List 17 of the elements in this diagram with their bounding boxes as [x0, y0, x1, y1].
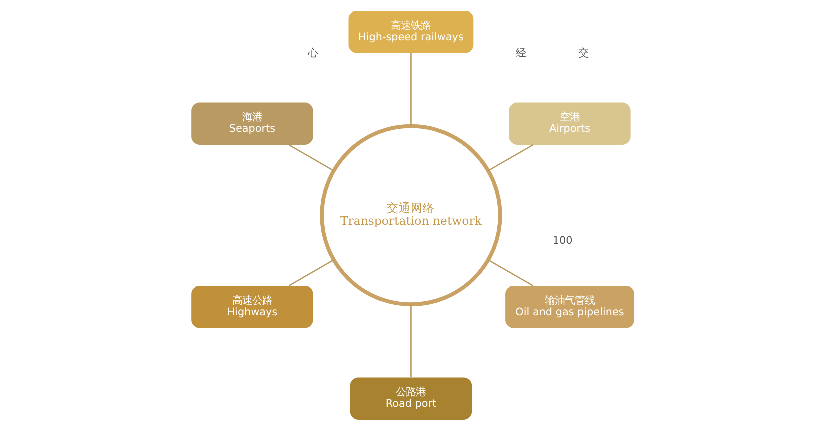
- node-circle: 交通网络 Transportation network: [320, 124, 502, 307]
- label: 100: [552, 234, 572, 247]
- node-box: 高速铁路 High-speed railways: [348, 11, 474, 54]
- connector: [488, 260, 534, 287]
- connector: [410, 304, 412, 378]
- node-box: 空港 Airports: [508, 102, 630, 145]
- connector: [288, 144, 334, 172]
- label: 心: [307, 48, 318, 60]
- connector: [410, 53, 412, 126]
- node-box: 公路港 Road port: [350, 378, 472, 420]
- node-box: 海港 Seaports: [191, 102, 313, 145]
- label: 交: [578, 48, 588, 60]
- connector: [288, 260, 334, 287]
- label: 经: [516, 48, 526, 60]
- node-box: 输油气管线 Oil and gas pipelines: [505, 286, 634, 328]
- node-box: 高速公路 Highways: [191, 286, 313, 328]
- connector: [488, 144, 534, 172]
